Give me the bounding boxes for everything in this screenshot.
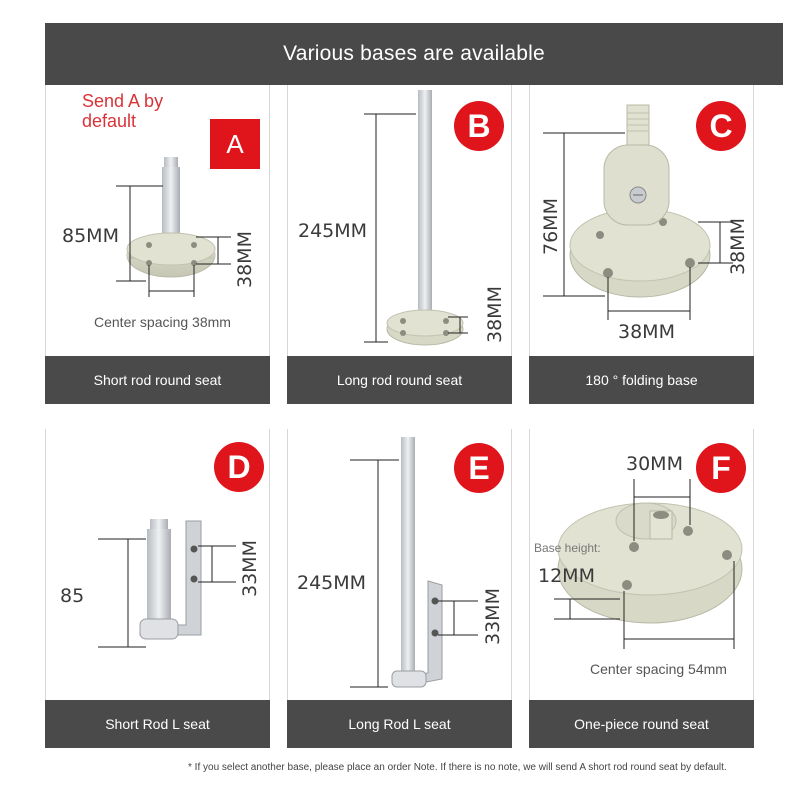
page-header: Various bases are available [45,23,783,85]
dimension-width-label: 38MM [727,218,749,275]
caption-short-rod-round-seat: Short rod round seat [45,356,270,404]
folding-base-image [543,104,733,320]
card-short-rod-l-seat[interactable]: D 85 33MM Short Rod L seat [45,429,270,748]
dimension-width-label: 33MM [482,588,504,645]
card-long-rod-l-seat[interactable]: E 245MM 33MM Long Rod L seat [287,429,512,748]
card-folding-base[interactable]: C 76MM 38MM 38MM 180 ° folding base [529,85,754,404]
card-short-rod-round-seat[interactable]: Send A by default A 85MM 38MM Center spa… [45,85,270,404]
caption-short-rod-l-seat: Short Rod L seat [45,700,270,748]
dimension-width-label: 33MM [239,540,261,597]
caption-folding-base: 180 ° folding base [529,356,754,404]
send-a-default-note: Send A by default [82,91,164,131]
short-rod-l-seat-image [98,519,236,648]
caption-one-piece-round-seat: One-piece round seat [529,700,754,748]
badge-b: B [454,101,504,151]
dimension-width-label: 38MM [484,286,506,343]
badge-e: E [454,443,504,493]
caption-long-rod-round-seat: Long rod round seat [287,356,512,404]
dimension-top-label: 30MM [626,453,683,475]
dimension-height-label: 85 [60,585,85,607]
center-spacing-label: Center spacing 38mm [94,314,231,330]
caption-long-rod-l-seat: Long Rod L seat [287,700,512,748]
card-long-rod-round-seat[interactable]: B 245MM 38MM Long rod round seat [287,85,512,404]
badge-c: C [696,101,746,151]
page-title: Various bases are available [283,42,545,65]
long-rod-l-seat-image [350,437,478,688]
dimension-width-label: 38MM [234,231,256,288]
dimension-height-label: 76MM [540,198,562,255]
badge-f: F [696,443,746,493]
badge-d: D [214,442,264,492]
dimension-height-label: 85MM [62,225,119,247]
dimension-height-label: 245MM [298,220,368,242]
one-piece-round-seat-image [554,479,743,649]
dimension-height-label: 245MM [297,572,367,594]
footnote: * If you select another base, please pla… [188,762,727,773]
card-one-piece-round-seat[interactable]: F 30MM Base height: 12MM Center spacing … [529,429,754,748]
base-height-label: Base height: [534,541,601,555]
center-spacing-label: Center spacing 54mm [590,661,727,677]
long-rod-round-seat-image [364,90,468,346]
badge-a: A [210,119,260,169]
dimension-base-height-label: 12MM [538,565,595,587]
dimension-bottom-label: 38MM [618,321,675,343]
short-rod-round-seat-image [116,157,231,297]
